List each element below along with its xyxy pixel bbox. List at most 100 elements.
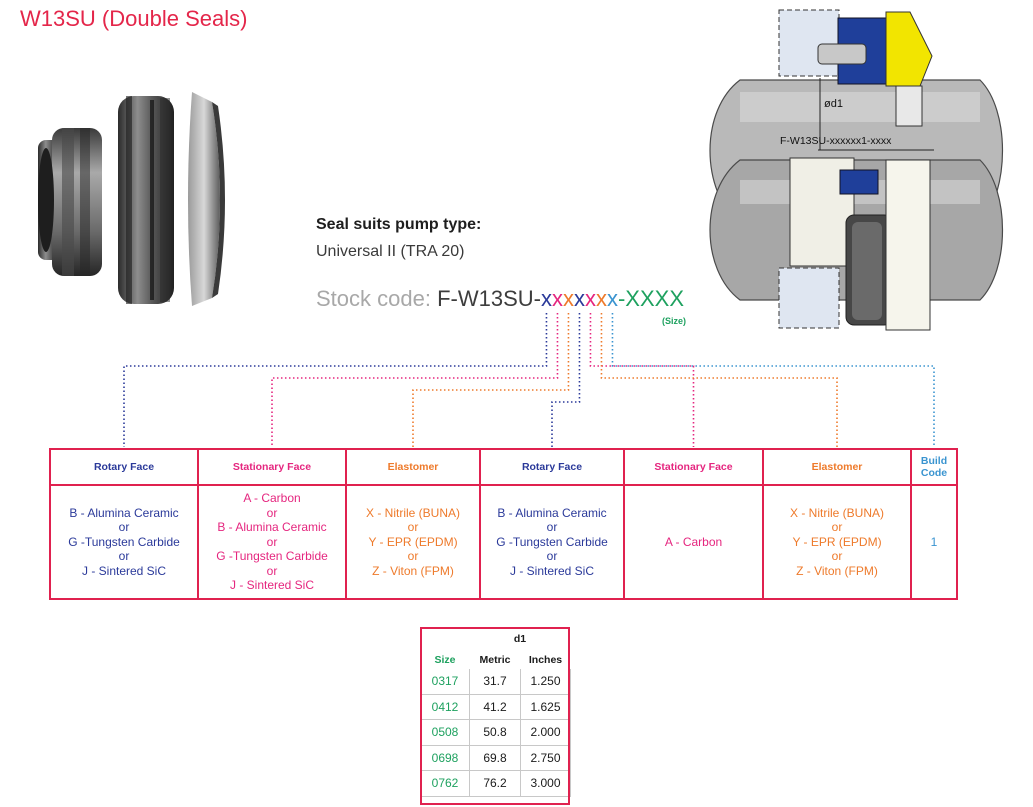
code-option: A - Carbon [664, 534, 723, 549]
size-cell: 0317 [420, 668, 470, 695]
metric-cell: 31.7 [469, 668, 521, 695]
stock-code-base: F-W13SU- [437, 286, 541, 311]
metric-cell: 76.2 [469, 770, 521, 797]
inches-cell: 1.250 [520, 668, 571, 695]
connector-line [123, 313, 548, 447]
size-table-header-size: Size [420, 650, 470, 669]
size-table-header-inches: Inches [520, 650, 571, 669]
code-column-header: Stationary Face [197, 448, 347, 486]
stock-code-placeholder: x [573, 286, 585, 311]
connector-line [271, 313, 559, 447]
connector-line [589, 313, 695, 447]
code-column-header: Elastomer [762, 448, 912, 486]
size-cell: 0762 [420, 770, 470, 797]
code-column-header: Build Code [910, 448, 958, 486]
option-separator: or [546, 549, 558, 564]
option-separator: or [118, 549, 130, 564]
page-title: W13SU (Double Seals) [20, 6, 248, 31]
option-separator: or [831, 549, 843, 564]
option-separator: or [266, 534, 278, 549]
metric-cell: 69.8 [469, 744, 521, 771]
size-cell: 0508 [420, 719, 470, 746]
stock-code-placeholder: x [551, 286, 563, 311]
option-separator: or [266, 505, 278, 520]
connector-line [600, 313, 838, 447]
size-note: (Size) [662, 316, 687, 326]
size-table-group-header: d1 [469, 627, 571, 651]
inches-cell: 3.000 [520, 770, 571, 797]
rotary-seal-head-icon [38, 128, 102, 276]
option-separator: or [831, 520, 843, 535]
size-cell: 0698 [420, 744, 470, 771]
code-option: B - Alumina Ceramic [497, 505, 607, 520]
code-option: G -Tungsten Carbide [216, 549, 328, 564]
code-column-options: 1 [910, 484, 958, 600]
code-option: J - Sintered SiC [229, 578, 315, 593]
code-column-header: Rotary Face [479, 448, 625, 486]
stock-code-placeholder: x [540, 286, 552, 311]
part-label: F-W13SU-xxxxxx1-xxxx [780, 135, 892, 147]
dimension-label: ød1 [824, 98, 843, 110]
code-option: X - Nitrile (BUNA) [365, 505, 460, 520]
code-option: G -Tungsten Carbide [496, 534, 608, 549]
inches-cell: 1.625 [520, 693, 571, 720]
connector-line [611, 313, 935, 447]
metric-cell: 41.2 [469, 693, 521, 720]
option-separator: or [118, 520, 130, 535]
option-separator: or [407, 520, 419, 535]
option-separator: or [407, 549, 419, 564]
stock-code-placeholders: xxxxxxx [541, 286, 618, 311]
seal-cross-section-diagram [709, 9, 1003, 331]
option-separator: or [266, 563, 278, 578]
code-option: Y - EPR (EPDM) [368, 534, 458, 549]
inches-cell: 2.000 [520, 719, 571, 746]
pump-type-value: Universal II (TRA 20) [316, 243, 465, 260]
connector-line [551, 313, 581, 447]
pump-type-label: Seal suits pump type: [316, 216, 482, 233]
size-table-header-metric: Metric [469, 650, 521, 669]
code-option: Z - Viton (FPM) [796, 563, 878, 578]
code-option: B - Alumina Ceramic [217, 520, 327, 535]
code-option: G -Tungsten Carbide [68, 534, 180, 549]
code-option: J - Sintered SiC [81, 563, 167, 578]
code-column-options: A - Carbon [623, 484, 764, 600]
stationary-seat-icon [188, 92, 225, 306]
code-column-header: Elastomer [345, 448, 481, 486]
stock-code-placeholder: x [584, 286, 596, 311]
size-cell: 0412 [420, 693, 470, 720]
code-option: Y - EPR (EPDM) [792, 534, 882, 549]
stock-code-placeholder: x [595, 286, 607, 311]
connector-line [412, 313, 570, 447]
stock-code-placeholder: x [562, 286, 574, 311]
code-option: X - Nitrile (BUNA) [789, 505, 884, 520]
option-separator: or [546, 520, 558, 535]
stock-code-size: XXXX [625, 286, 684, 311]
code-option: J - Sintered SiC [509, 563, 595, 578]
code-option: A - Carbon [243, 491, 301, 506]
code-option: Z - Viton (FPM) [372, 563, 454, 578]
inches-cell: 2.750 [520, 744, 571, 771]
stock-code-dash: - [617, 286, 626, 311]
seal-sleeve-icon [118, 96, 174, 304]
stock-code: Stock code: F-W13SU-xxxxxxx-XXXX [316, 286, 684, 312]
code-column-header: Stationary Face [623, 448, 764, 486]
stock-code-prefix: Stock code: [316, 286, 438, 311]
metric-cell: 50.8 [469, 719, 521, 746]
code-option: 1 [930, 534, 938, 549]
stock-code-placeholder: x [606, 286, 618, 311]
code-column-header: Rotary Face [49, 448, 199, 486]
